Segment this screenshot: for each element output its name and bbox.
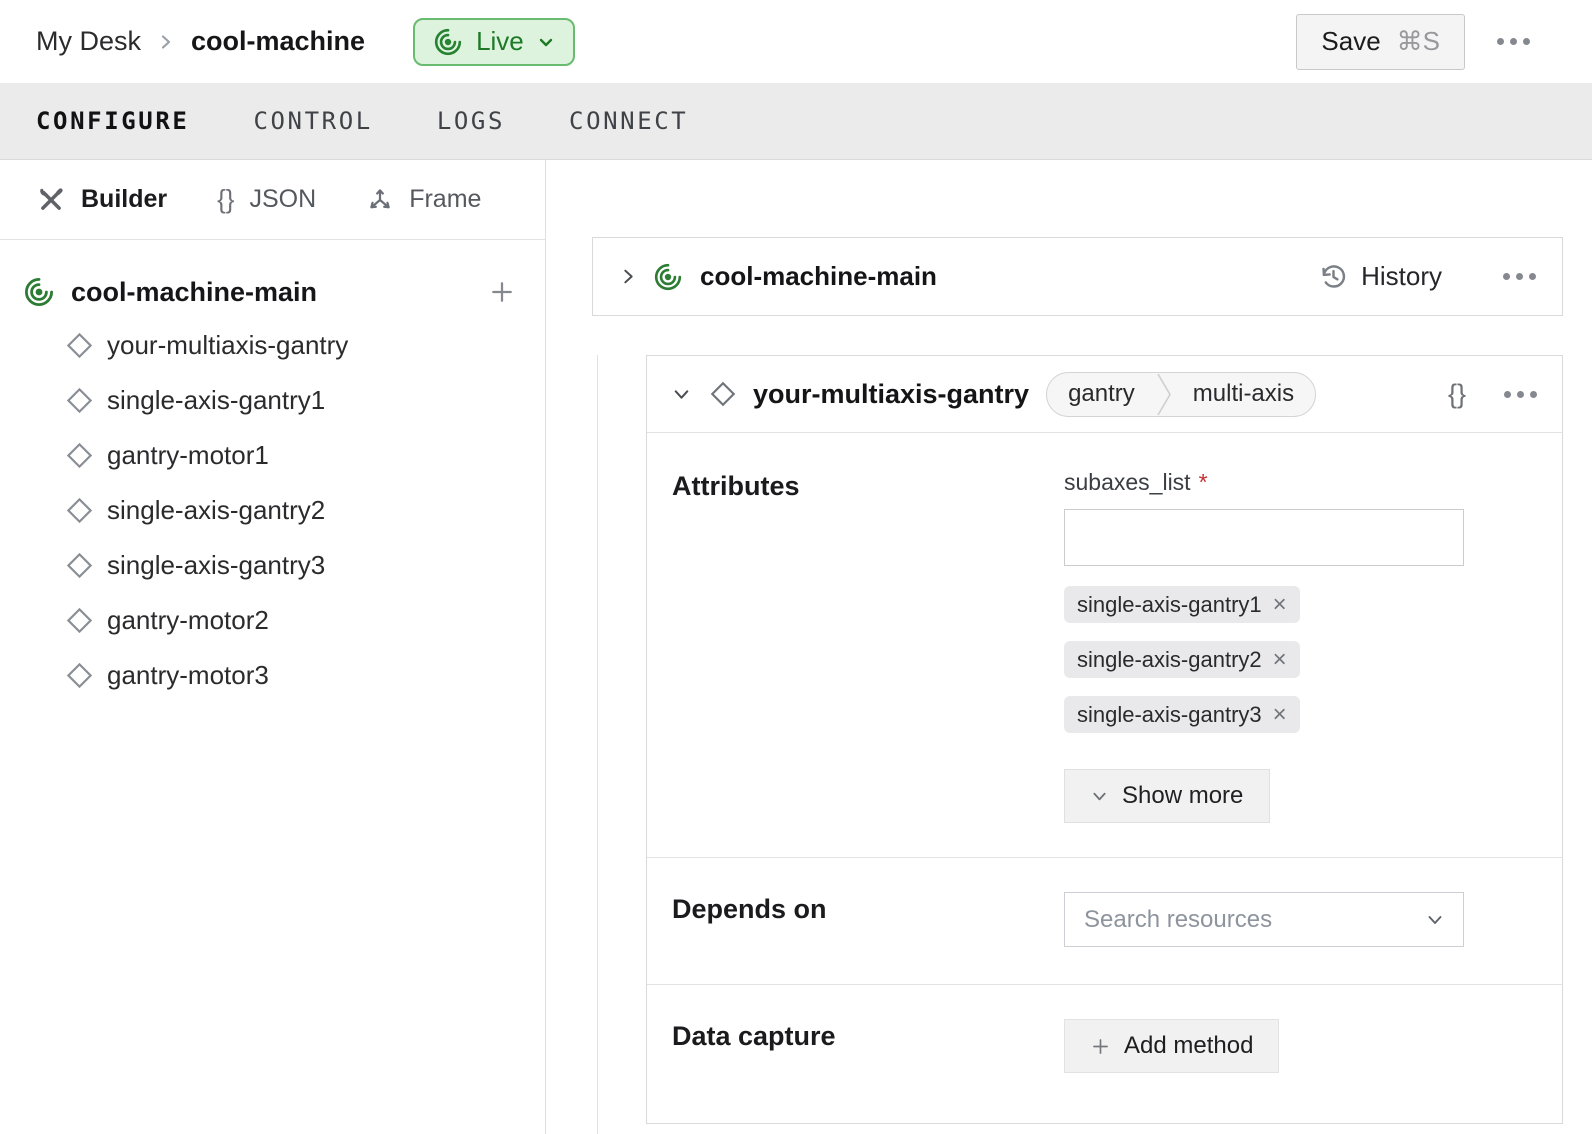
tab-connect[interactable]: CONNECT: [569, 107, 689, 135]
attributes-section: Attributes subaxes_list * single-axis-ga…: [647, 433, 1562, 857]
plus-icon[interactable]: [487, 277, 517, 307]
chip-single-axis-gantry1: single-axis-gantry1 ×: [1064, 586, 1300, 623]
component-model-tag: multi-axis: [1192, 380, 1295, 407]
depends-on-placeholder: Search resources: [1084, 905, 1273, 933]
tree-item-single-axis-gantry2[interactable]: single-axis-gantry2: [0, 483, 545, 538]
chip-single-axis-gantry2: single-axis-gantry2 ×: [1064, 641, 1300, 678]
broadcast-icon: [654, 263, 682, 290]
view-json-label: JSON: [249, 185, 317, 213]
view-json[interactable]: {} JSON: [217, 184, 316, 215]
remove-chip-icon[interactable]: ×: [1272, 700, 1287, 728]
machine-part-title: cool-machine-main: [700, 261, 937, 291]
chevron-right-icon: [157, 33, 175, 51]
required-asterisk: *: [1198, 469, 1208, 495]
show-more-button[interactable]: Show more: [1064, 769, 1271, 823]
plus-icon: [1093, 1038, 1108, 1054]
tab-control[interactable]: CONTROL: [253, 107, 373, 135]
history-label: History: [1361, 261, 1442, 291]
tree-item-gantry-motor2[interactable]: gantry-motor2: [0, 593, 545, 648]
top-bar: My Desk cool-machine Live Save ⌘S: [0, 0, 1592, 83]
depends-on-heading: Depends on: [672, 894, 827, 924]
view-frame-label: Frame: [409, 185, 482, 213]
tree-item-gantry-motor3[interactable]: gantry-motor3: [0, 648, 545, 703]
save-button[interactable]: Save ⌘S: [1296, 13, 1465, 70]
tree-item-single-axis-gantry3[interactable]: single-axis-gantry3: [0, 538, 545, 593]
component-diamond-icon: [66, 387, 93, 414]
more-menu-icon[interactable]: [1497, 38, 1530, 45]
subaxes-list-input[interactable]: [1064, 509, 1464, 566]
subaxes-list-label: subaxes_list: [1064, 469, 1191, 495]
chevron-down-icon: [1428, 915, 1442, 924]
json-braces-icon[interactable]: {}: [1447, 378, 1466, 409]
collapse-chevron-icon[interactable]: [672, 385, 691, 404]
tree-root-label: cool-machine-main: [71, 276, 318, 307]
broadcast-icon: [434, 28, 462, 55]
attributes-heading: Attributes: [672, 471, 800, 501]
component-card: your-multiaxis-gantry gantry multi-axis …: [646, 355, 1563, 1124]
breadcrumb-current: cool-machine: [191, 26, 366, 56]
component-diamond-icon: [66, 552, 93, 579]
chip-single-axis-gantry3: single-axis-gantry3 ×: [1064, 696, 1300, 733]
live-status-label: Live: [476, 26, 524, 56]
config-main-area: cool-machine-main History: [546, 160, 1592, 1134]
chevron-down-icon: [539, 38, 552, 46]
broadcast-icon: [25, 278, 53, 306]
save-button-label: Save: [1321, 26, 1381, 56]
tools-icon: [40, 187, 63, 210]
breadcrumb-parent[interactable]: My Desk: [36, 26, 142, 56]
tab-logs[interactable]: LOGS: [436, 107, 506, 135]
data-capture-section: Data capture Add method: [647, 984, 1562, 1123]
depends-on-select[interactable]: Search resources: [1064, 892, 1464, 947]
frame-axes-icon: [370, 188, 390, 208]
tree-item-gantry-motor1[interactable]: gantry-motor1: [0, 428, 545, 483]
data-capture-heading: Data capture: [672, 1021, 836, 1051]
component-menu-icon[interactable]: [1504, 390, 1537, 398]
component-card-header: your-multiaxis-gantry gantry multi-axis …: [647, 356, 1562, 433]
remove-chip-icon[interactable]: ×: [1272, 645, 1287, 673]
component-title: your-multiaxis-gantry: [753, 378, 1030, 409]
component-type-pill: gantry multi-axis: [1046, 371, 1317, 417]
component-diamond-icon: [710, 381, 736, 407]
depends-on-section: Depends on Search resources: [647, 857, 1562, 984]
machine-part-card: cool-machine-main History: [592, 237, 1563, 316]
component-diamond-icon: [66, 497, 93, 524]
history-clock-icon: [1322, 265, 1346, 288]
chevron-down-icon: [1093, 792, 1106, 800]
view-frame[interactable]: Frame: [366, 185, 481, 214]
component-diamond-icon: [66, 662, 93, 689]
pill-divider-chevron: [1156, 373, 1172, 416]
component-diamond-icon: [66, 607, 93, 634]
save-shortcut-hint: ⌘S: [1396, 26, 1440, 56]
tree-root-machine-part[interactable]: cool-machine-main: [0, 266, 545, 318]
braces-icon: {}: [217, 184, 235, 214]
history-button[interactable]: History: [1318, 261, 1442, 292]
tab-configure[interactable]: CONFIGURE: [36, 107, 190, 135]
component-diamond-icon: [66, 332, 93, 359]
part-card-menu-icon[interactable]: [1503, 273, 1536, 280]
view-builder[interactable]: Builder: [36, 185, 167, 215]
config-sidebar: Builder {} JSON Frame: [0, 160, 546, 1134]
view-builder-label: Builder: [81, 185, 168, 213]
resource-tree: cool-machine-main your-multiaxis-gantry …: [0, 240, 545, 703]
tree-item-single-axis-gantry1[interactable]: single-axis-gantry1: [0, 373, 545, 428]
add-method-button[interactable]: Add method: [1064, 1019, 1280, 1073]
component-type-tag: gantry: [1068, 380, 1135, 407]
view-toggle: Builder {} JSON Frame: [0, 160, 545, 240]
remove-chip-icon[interactable]: ×: [1272, 590, 1287, 618]
live-status-badge[interactable]: Live: [413, 17, 575, 66]
component-diamond-icon: [66, 442, 93, 469]
subaxes-chip-list: single-axis-gantry1 × single-axis-gantry…: [1064, 586, 1537, 733]
expand-chevron-icon[interactable]: [619, 267, 638, 286]
machine-tab-bar: CONFIGURE CONTROL LOGS CONNECT: [0, 83, 1592, 160]
nesting-connector-line: [597, 355, 598, 1134]
tree-item-your-multiaxis-gantry[interactable]: your-multiaxis-gantry: [0, 318, 545, 373]
